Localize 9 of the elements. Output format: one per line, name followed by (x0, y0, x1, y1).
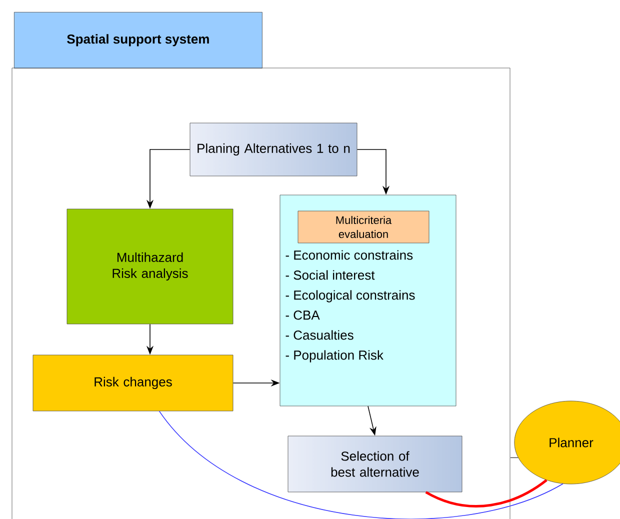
connector-line (510, 457, 519, 458)
connector-line (158, 410, 564, 519)
tab-heading: Spatial support system (14, 12, 262, 68)
process-box: Selection of best alternative (288, 436, 462, 492)
connector-line (425, 479, 548, 508)
process-box: Planing Alternatives 1 to n (190, 122, 358, 176)
process-box: Multihazard Risk analysis (66, 208, 234, 324)
header-box: Multicriteria evaluation (298, 210, 430, 244)
process-box: Risk changes (32, 354, 234, 412)
